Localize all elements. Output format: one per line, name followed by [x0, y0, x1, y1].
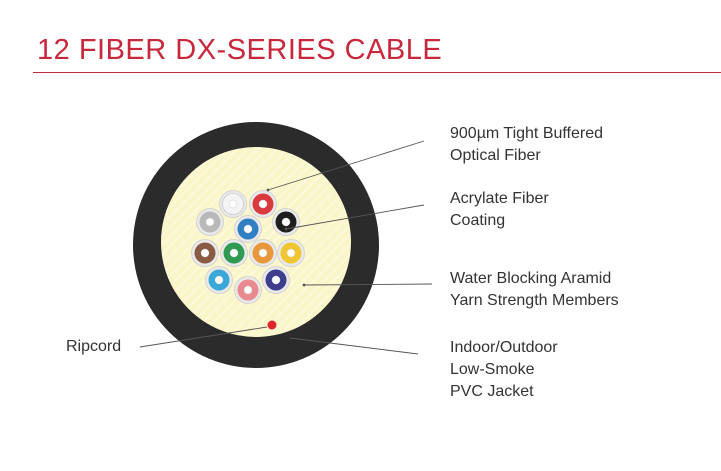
fiber-rose — [234, 276, 262, 304]
fiber-violet — [262, 266, 290, 294]
label-line: Indoor/Outdoor — [450, 339, 558, 356]
fiber-yellow — [277, 239, 305, 267]
fiber-core — [281, 217, 291, 227]
label-pvc-jacket: Indoor/Outdoor Low-Smoke PVC Jacket — [450, 337, 558, 403]
fiber-core — [229, 248, 239, 258]
fiber-core — [205, 217, 215, 227]
leader-dot-aramid — [302, 283, 306, 287]
label-line: Low-Smoke — [450, 361, 535, 378]
title-divider — [33, 72, 721, 73]
fiber-core — [214, 275, 224, 285]
fiber-bundle — [191, 190, 305, 304]
label-line: Ripcord — [66, 338, 122, 355]
label-ripcord: Ripcord — [66, 336, 121, 358]
leader-line-coating — [285, 204, 425, 230]
label-line: Optical Fiber — [450, 147, 541, 164]
fiber-orange — [249, 239, 277, 267]
label-line: Acrylate Fiber — [450, 190, 549, 207]
leader-line-tight-buffered — [267, 140, 425, 191]
fiber-core — [200, 248, 210, 258]
label-line: Yarn Strength Members — [450, 292, 619, 309]
fiber-green — [220, 239, 248, 267]
fiber-core — [243, 285, 253, 295]
label-line: Coating — [450, 212, 506, 229]
label-line: 900µm Tight Buffered — [450, 125, 604, 142]
fiber-core — [243, 224, 253, 234]
leader-lines — [139, 140, 433, 355]
leader-line-aramid — [303, 283, 433, 286]
fiber-red — [249, 190, 277, 218]
label-line: Water Blocking Aramid — [450, 270, 612, 287]
ripcord — [267, 320, 277, 330]
fiber-core — [271, 275, 281, 285]
label-line: PVC Jacket — [450, 383, 534, 400]
fiber-white — [219, 190, 247, 218]
page-title: 12 FIBER DX-SERIES CABLE — [37, 34, 443, 66]
fiber-core — [258, 199, 268, 209]
fiber-brown — [191, 239, 219, 267]
fiber-slate — [196, 208, 224, 236]
label-acrylate-coating: Acrylate Fiber Coating — [450, 188, 549, 232]
fiber-blue — [234, 215, 262, 243]
fiber-core — [228, 199, 238, 209]
leader-dot-tight-buffered — [266, 188, 270, 192]
leader-line-ripcord — [139, 326, 268, 348]
leader-dot-coating — [284, 227, 288, 231]
fiber-core — [258, 248, 268, 258]
label-aramid-yarn: Water Blocking Aramid Yarn Strength Memb… — [450, 268, 619, 312]
fiber-black — [272, 208, 300, 236]
fiber-core — [286, 248, 296, 258]
label-tight-buffered-fiber: 900µm Tight Buffered Optical Fiber — [450, 123, 603, 167]
leader-line-jacket — [289, 337, 419, 355]
fiber-aqua — [205, 266, 233, 294]
